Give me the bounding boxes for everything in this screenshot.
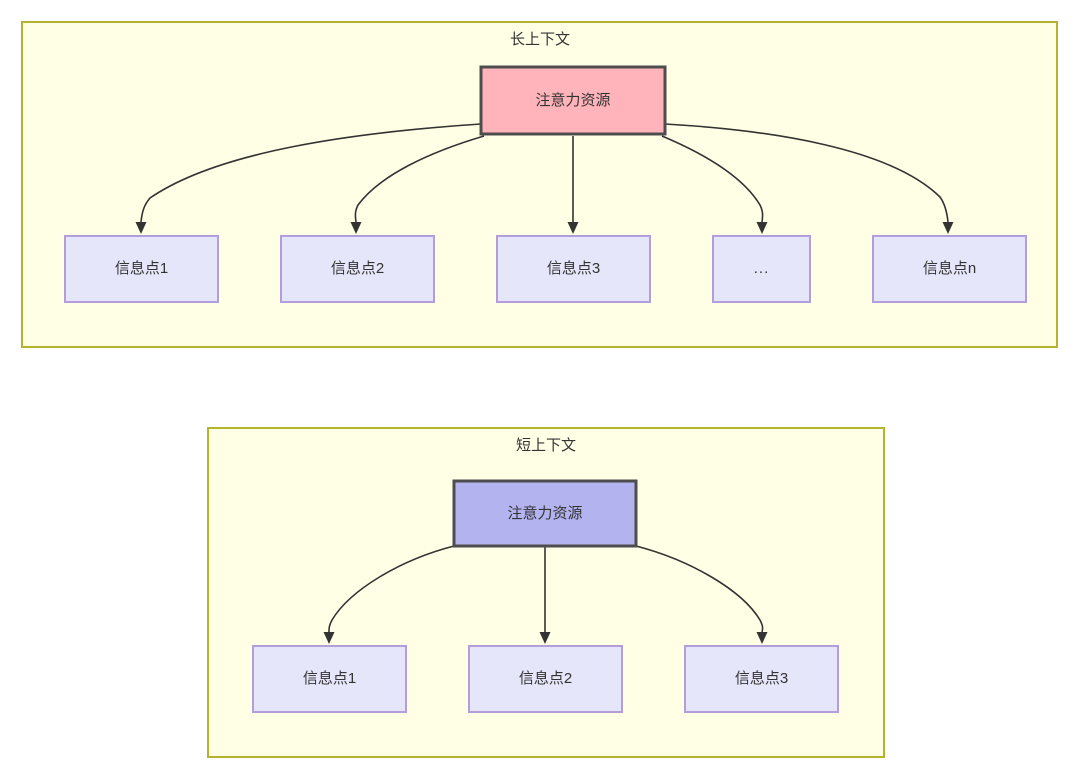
- node-label-short-info-point-1: 信息点1: [303, 670, 356, 687]
- edge-short-root-to-info-point-1: [328, 545, 455, 633]
- arrowhead-short-info-point-1: [323, 632, 335, 644]
- node-info-point-3[interactable]: 信息点3: [496, 235, 651, 303]
- node-short-info-point-3[interactable]: 信息点3: [684, 645, 839, 713]
- group-title-short-context: 短上下文: [516, 437, 576, 454]
- node-rect-info-point-2[interactable]: [280, 235, 435, 303]
- node-rect-short-info-point-1[interactable]: [252, 645, 407, 713]
- node-info-point-n[interactable]: 信息点n: [872, 235, 1027, 303]
- edge-root-to-info-point-1: [140, 123, 482, 223]
- arrowhead-info-point-ellipsis: [756, 222, 768, 234]
- edge-root-to-info-point-2: [354, 135, 485, 223]
- node-rect-info-point-3[interactable]: [496, 235, 651, 303]
- node-label-info-point-1: 信息点1: [115, 260, 168, 277]
- node-rect-attention-resource-long[interactable]: [479, 65, 667, 136]
- node-info-point-ellipsis[interactable]: ...: [712, 235, 811, 303]
- edge-short-root-to-info-point-3: [635, 545, 764, 633]
- arrowhead-info-point-n: [942, 222, 954, 234]
- group-short-context: 短上下文 注意力资源 信息点1 信息点2: [207, 427, 885, 758]
- node-label-info-point-ellipsis: ...: [754, 260, 770, 277]
- node-label-info-point-2: 信息点2: [331, 260, 384, 277]
- node-rect-info-point-ellipsis[interactable]: [712, 235, 811, 303]
- node-rect-info-point-n[interactable]: [872, 235, 1027, 303]
- node-short-info-point-1[interactable]: 信息点1: [252, 645, 407, 713]
- arrowhead-short-info-point-2: [539, 632, 551, 644]
- edges-long-context: [135, 123, 954, 234]
- node-rect-short-info-point-3[interactable]: [684, 645, 839, 713]
- node-rect-short-info-point-2[interactable]: [468, 645, 623, 713]
- edges-short-context: [323, 545, 768, 644]
- edge-root-to-info-point-n: [664, 123, 949, 223]
- node-label-info-point-3: 信息点3: [547, 260, 600, 277]
- node-label-attention-resource-short: 注意力资源: [507, 504, 582, 522]
- arrowhead-short-info-point-3: [756, 632, 768, 644]
- node-info-point-1[interactable]: 信息点1: [64, 235, 219, 303]
- node-attention-resource-short[interactable]: 注意力资源: [452, 479, 638, 548]
- node-label-short-info-point-3: 信息点3: [735, 670, 788, 687]
- arrowhead-info-point-3: [567, 222, 579, 234]
- node-short-info-point-2[interactable]: 信息点2: [468, 645, 623, 713]
- arrowhead-info-point-1: [135, 222, 147, 234]
- edge-root-to-info-point-ellipsis: [661, 135, 764, 223]
- group-title-long-context: 长上下文: [510, 31, 570, 48]
- node-label-attention-resource-long: 注意力资源: [535, 91, 610, 109]
- arrowhead-info-point-2: [350, 222, 362, 234]
- node-attention-resource-long[interactable]: 注意力资源: [479, 65, 667, 136]
- node-info-point-2[interactable]: 信息点2: [280, 235, 435, 303]
- node-rect-info-point-1[interactable]: [64, 235, 219, 303]
- node-label-info-point-n: 信息点n: [923, 260, 976, 277]
- node-label-short-info-point-2: 信息点2: [519, 670, 572, 687]
- node-rect-attention-resource-short[interactable]: [452, 479, 638, 548]
- group-long-context: 长上下文 注意力资源 信息: [21, 21, 1058, 348]
